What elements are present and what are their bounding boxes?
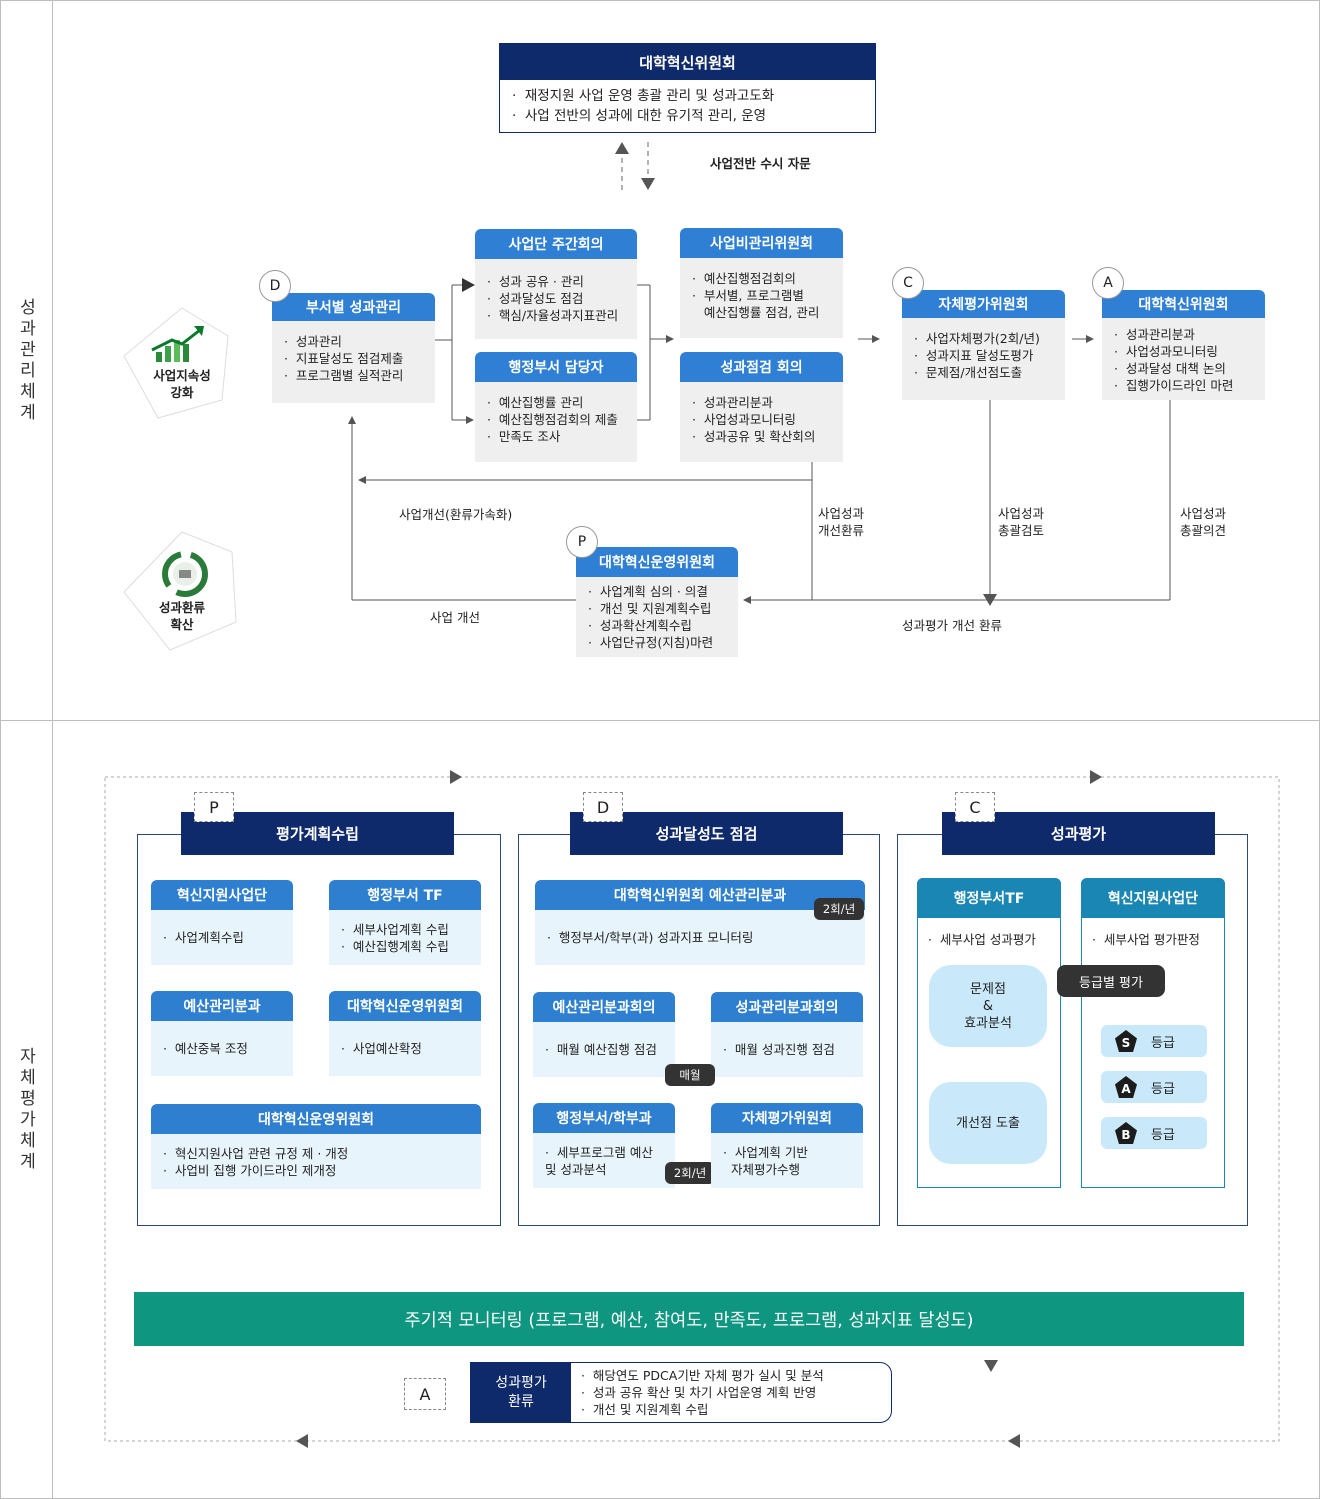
dept-letter: D — [259, 270, 291, 302]
do-b3: 성과관리분과회의 · 매월 성과진행 점검 — [711, 992, 863, 1077]
label-improve-loop: 사업개선(환류가속화) — [399, 507, 513, 522]
plan-b2: 행정부서 TF · 세부사업계획 수립· 예산집행계획 수립 — [329, 880, 481, 965]
do-b1: 대학혁신위원회 예산관리분과 · 행정부서/학부(과) 성과지표 모니터링 — [535, 880, 865, 965]
action-items: · 해당연도 PDCA기반 자체 평가 실시 및 분석 · 성과 공유 확산 및… — [581, 1368, 824, 1417]
budget-items: · 예산집행점검회의 · 부서별, 프로그램별 예산집행률 점검, 관리 — [680, 258, 843, 338]
do-letter: D — [583, 792, 623, 822]
do-b5: 자체평가위원회 · 사업계획 기반 자체평가수행 — [711, 1103, 863, 1188]
oper-items: · 사업계획 심의 · 의결 · 개선 및 지원계획수립 · 성과확산계획수립 … — [576, 577, 738, 657]
plan-b5: 대학혁신운영위원회 · 혁신지원사업 관련 규정 제 · 개정· 사업비 집행 … — [151, 1104, 481, 1189]
check-b2: 혁신지원사업단 · 세부사업 평가판정 — [1081, 878, 1225, 1188]
innov-letter: A — [1092, 267, 1124, 299]
plan-b4: 대학혁신운영위원회 · 사업예산확정 — [329, 991, 481, 1076]
top-committee-items: · 재정지원 사업 운영 총괄 관리 및 성과고도화 · 사업 전반의 성과에 … — [512, 88, 775, 124]
do-badge-monthly: 매월 — [665, 1064, 715, 1086]
weekly-items: · 성과 공유 · 관리 · 성과달성도 점검 · 핵심/자율성과지표관리 — [475, 259, 637, 339]
do-badge-2perYear-1: 2회/년 — [814, 898, 864, 920]
weekly-box: 사업단 주간회의 · 성과 공유 · 관리 · 성과달성도 점검 · 핵심/자율… — [475, 229, 637, 339]
check-b1: 행정부서TF · 세부사업 성과평가 — [917, 878, 1061, 1188]
innov-items: · 성과관리분과 · 사업성과모니터링 · 성과달성 대책 논의 · 집행가이드… — [1102, 318, 1265, 400]
plan-letter: P — [194, 792, 234, 822]
admin-title: 행정부서 담당자 — [475, 352, 637, 382]
top-committee-box: 대학혁신위원회 · 재정지원 사업 운영 총괄 관리 및 성과고도화 · 사업 … — [499, 43, 876, 133]
top-connectors — [123, 142, 1171, 651]
innov-title: 대학혁신위원회 — [1102, 290, 1265, 318]
top-committee-title: 대학혁신위원회 — [500, 44, 875, 80]
check-box: 성과점검 회의 · 성과관리분과 · 사업성과모니터링 · 성과공유 및 확산회… — [680, 352, 843, 462]
check-items: · 성과관리분과 · 사업성과모니터링 · 성과공유 및 확산회의 — [680, 382, 843, 462]
oper-title: 대학혁신운영위원회 — [576, 547, 738, 577]
oper-box: 대학혁신운영위원회 · 사업계획 심의 · 의결 · 개선 및 지원계획수립 ·… — [576, 547, 738, 657]
grade-eval-pill: 등급별 평가 — [1057, 965, 1165, 997]
label-improve: 사업 개선 — [430, 610, 480, 625]
innov-box: 대학혁신위원회 · 성과관리분과 · 사업성과모니터링 · 성과달성 대책 논의… — [1102, 290, 1265, 400]
plan-title: 평가계획수립 — [181, 812, 454, 855]
advisory-label: 사업전반 수시 자문 — [710, 156, 811, 171]
dept-box: 부서별 성과관리 · 성과관리 · 지표달성도 점검제출 · 프로그램별 실적관… — [272, 293, 435, 403]
selfeval-items: · 사업자체평가(2회/년) · 성과지표 달성도평가 · 문제점/개선점도출 — [902, 318, 1065, 400]
check-title: 성과점검 회의 — [680, 352, 843, 382]
monitoring-bar: 주기적 모니터링 (프로그램, 예산, 참여도, 만족도, 프로그램, 성과지표… — [134, 1292, 1244, 1346]
side-label-bottom: 자체평가체계 — [0, 720, 53, 1499]
do-badge-2perYear-2: 2회/년 — [665, 1162, 715, 1184]
budget-box: 사업비관리위원회 · 예산집행점검회의 · 부서별, 프로그램별 예산집행률 점… — [680, 228, 843, 338]
do-b2: 예산관리분과회의 · 매월 예산집행 점검 — [533, 992, 675, 1077]
admin-items: · 예산집행률 관리 · 예산집행점검회의 제출 · 만족도 조사 — [475, 382, 637, 462]
plan-b3: 예산관리분과 · 예산중복 조정 — [151, 991, 293, 1076]
dept-items: · 성과관리 · 지표달성도 점검제출 · 프로그램별 실적관리 — [272, 321, 435, 403]
side-label-top: 성과관리체계 — [0, 0, 53, 721]
oper-letter: P — [566, 526, 598, 558]
selfeval-box: 자체평가위원회 · 사업자체평가(2회/년) · 성과지표 달성도평가 · 문제… — [902, 290, 1065, 400]
check-blob-analysis: 문제점&효과분석 — [929, 965, 1047, 1047]
action-letter: A — [404, 1378, 446, 1410]
check-letter: C — [955, 792, 995, 822]
label-eval-feedback: 성과평가 개선 환류 — [902, 618, 1002, 633]
budget-title: 사업비관리위원회 — [680, 228, 843, 258]
plan-b1: 혁신지원사업단 · 사업계획수립 — [151, 880, 293, 965]
weekly-title: 사업단 주간회의 — [475, 229, 637, 259]
selfeval-letter: C — [892, 267, 924, 299]
admin-box: 행정부서 담당자 · 예산집행률 관리 · 예산집행점검회의 제출 · 만족도 … — [475, 352, 637, 462]
dept-title: 부서별 성과관리 — [272, 293, 435, 321]
selfeval-title: 자체평가위원회 — [902, 290, 1065, 318]
check-blob-improve: 개선점 도출 — [929, 1082, 1047, 1164]
